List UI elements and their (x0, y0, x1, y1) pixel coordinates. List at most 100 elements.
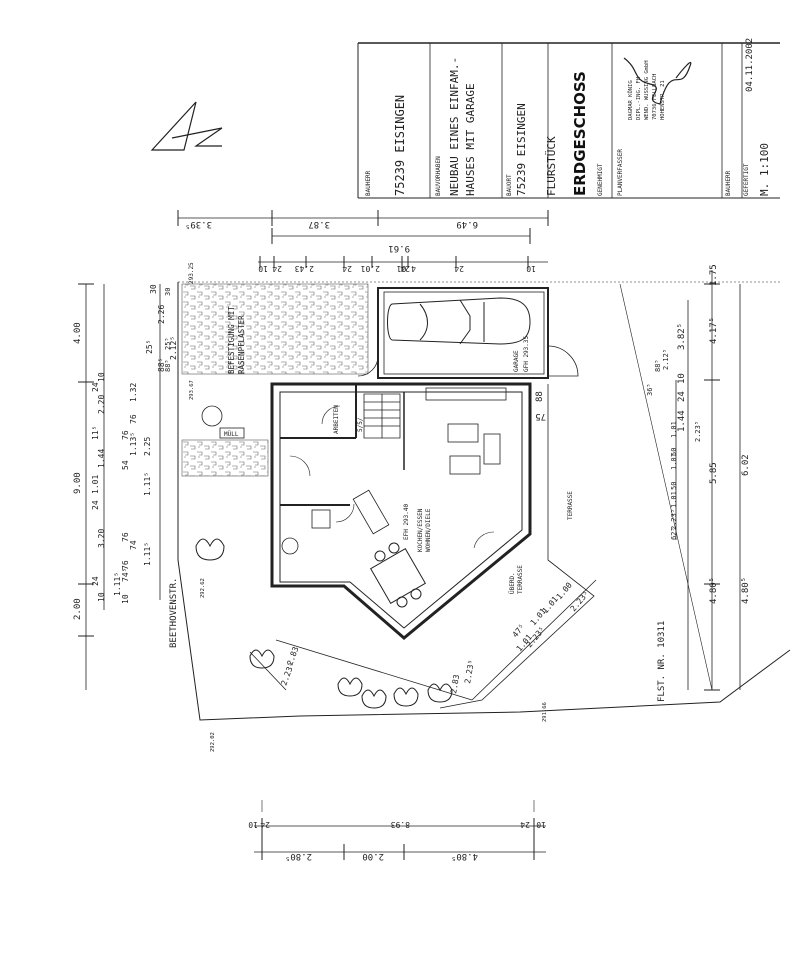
dim-top-part: 2.01 (361, 264, 380, 273)
street-label: BEETHOVENSTR. (169, 578, 179, 648)
dim-bottom-part: 10 (248, 820, 258, 829)
dim-right-small: 50 (670, 482, 678, 490)
north-arrow-icon (150, 101, 223, 151)
car-icon (387, 297, 531, 345)
date: 04.11.2002 (745, 38, 755, 92)
befestigung-line1: BEFESTIGUNG MIT (227, 306, 236, 374)
dim-right-small: 2.23⁵ (670, 509, 678, 530)
arbeiten-label: ARBEITEN (333, 405, 340, 434)
dim-left-total-b: 9.00 (73, 472, 83, 494)
dim-left-window: 1.11⁵ (143, 472, 152, 496)
site-boundary (177, 282, 791, 721)
dim-right-inner-2: 10 (677, 373, 687, 384)
svg-text:70736 FELLBACH: 70736 FELLBACH (652, 74, 658, 120)
dim-right-other-1: 88 (535, 391, 545, 402)
tree-icon (361, 689, 387, 709)
dim-left-part: 2.12⁵ (169, 336, 178, 360)
dim-diag: 1.00 (555, 581, 574, 602)
sofa-group (425, 387, 507, 475)
dim-left-window: 1.32 (129, 383, 138, 402)
plan-title: ERDGESCHOSS (571, 71, 589, 196)
dim-left-window: 76 (129, 414, 138, 424)
dim-top-part: 24 (400, 264, 410, 273)
architect-stamp: DAGMAR KÖNIG DIPL.-ING. FH WEND. WUSSING… (627, 60, 666, 120)
gefertigt-label: GEFERTIGT (743, 163, 750, 196)
dim-right-small: 1.01 (670, 491, 678, 508)
flurstueck-label: FLURSTÜCK (545, 136, 558, 196)
dim-left-part: 24 (91, 382, 100, 392)
dim-right-outer-2: 4.17⁵ (709, 317, 719, 344)
dim-top-outer-1: 3.39⁵ (185, 219, 212, 229)
dim-left-part: 88⁵ (157, 358, 166, 372)
dim-top-part: 4.01 (397, 264, 416, 273)
staircase (363, 393, 401, 439)
svg-text:WEND. WUSSING GmbH: WEND. WUSSING GmbH (644, 60, 650, 120)
dim-top-part: 2.43 (295, 264, 314, 273)
dim-left-part: 2.20 (97, 395, 106, 414)
bauherr2-label: BAUHERR (725, 170, 732, 196)
wohnen-line2: WOHNEN/DIELE (425, 508, 432, 552)
bauherr-value: 75239 EISINGEN (393, 95, 407, 196)
level-2: 293.67 (189, 380, 195, 400)
dim-top-part: 10 (526, 264, 536, 273)
dim-left-total-a: 4.00 (73, 322, 83, 344)
dim-right-small: 1.01 (670, 453, 678, 470)
ueberd-terrasse-line1: ÜBERD. (509, 572, 516, 594)
tree-icon (393, 687, 419, 707)
dim-right-small: 2.12⁵ (662, 349, 670, 370)
muell-box: MÜLL (201, 405, 245, 439)
house-outline: 5/5/ ARBEITEN EFH 293.40 KOCHEN/ESSEN WO… (270, 382, 532, 640)
tree-icon (427, 683, 453, 703)
tree-icon (195, 538, 225, 561)
dim-bottom-outer-3: 4.80⁵ (451, 851, 478, 861)
bauvorhaben-line1: NEUBAU EINES EINFAM.- (448, 57, 461, 196)
dim-top-part: 24 (342, 264, 352, 273)
dim-right-inner-5: 5.85 (709, 462, 719, 484)
dim-left-part: 3.20 (97, 529, 106, 548)
dim-right-inner-1: 3.82⁵ (677, 323, 687, 350)
efh-label: EFH 293.40 (403, 503, 410, 540)
dim-left-part: 30 (149, 284, 158, 294)
dim-left-part: 24 (91, 500, 100, 510)
terrasse-label: TERRASSE (567, 491, 574, 520)
dim-bottom-part: 24 (260, 820, 270, 829)
dim-left-part: 1.01 (91, 475, 100, 494)
garage-gfh: GFH 293.35 (523, 335, 530, 372)
dim-bottom-part: 8.93 (391, 820, 410, 829)
dim-left-window: 1.11⁵ (143, 542, 152, 566)
dim-bottom-outer-2: 2.00 (362, 851, 384, 861)
level-1: 293.25 (188, 262, 195, 284)
dim-top-part: 10 (258, 264, 268, 273)
befestigung-line2: RASENPFLASTER (237, 315, 246, 374)
dim-right-small: 2.23⁵ (694, 421, 702, 442)
dim-right-small: 62⁵ (670, 527, 678, 540)
dim-left-part: 2.26 (157, 305, 166, 324)
parcel-label: FLST. NR. 10311 (657, 621, 667, 702)
planverfasser-label: PLANVERFASSER (617, 149, 624, 196)
dim-left-part: 10 (97, 592, 106, 602)
dim-top-part: 24 (454, 264, 464, 273)
dim-left-window: 76 (121, 532, 130, 542)
dim-top-total: 9.61 (388, 243, 410, 253)
svg-text:HOHENSTR. 21: HOHENSTR. 21 (660, 80, 666, 120)
dim-top-outer-3: 6.49 (456, 219, 478, 229)
left-dimensions: 4.00 9.00 2.00 302.262.12⁵88⁵25⁵102.2024… (73, 283, 178, 690)
title-block: BAUHERR 75239 EISINGEN BAUVORHABEN NEUBA… (357, 38, 780, 199)
dim-left-window: 1.11⁵ (113, 572, 122, 596)
dim-left-part: 25⁵ (145, 340, 154, 354)
wohnen-line1: KOCHEN/ESSEN (417, 508, 424, 552)
bauvorhaben-label: BAUVORHABEN (435, 156, 442, 196)
dim-bottom-part: 24 (520, 820, 530, 829)
dim-top-outer-2: 3.87 (308, 219, 330, 229)
dim-right-other-2: 75 (535, 411, 546, 421)
genehmigt-label: GENEHMIGT (597, 163, 604, 196)
bauort-value: 75239 EISINGEN (515, 103, 528, 196)
dim-left-rasen: 88⁵ (164, 359, 172, 372)
dim-diag: 2.23⁵ (463, 659, 476, 684)
bauherr-label: BAUHERR (365, 170, 372, 196)
svg-text:DAGMAR KÖNIG: DAGMAR KÖNIG (627, 80, 634, 120)
right-dimensions: 1.75 4.17⁵ 6.02 4.80⁵ 3.82⁵ 10 24 1.44 5… (535, 264, 751, 691)
